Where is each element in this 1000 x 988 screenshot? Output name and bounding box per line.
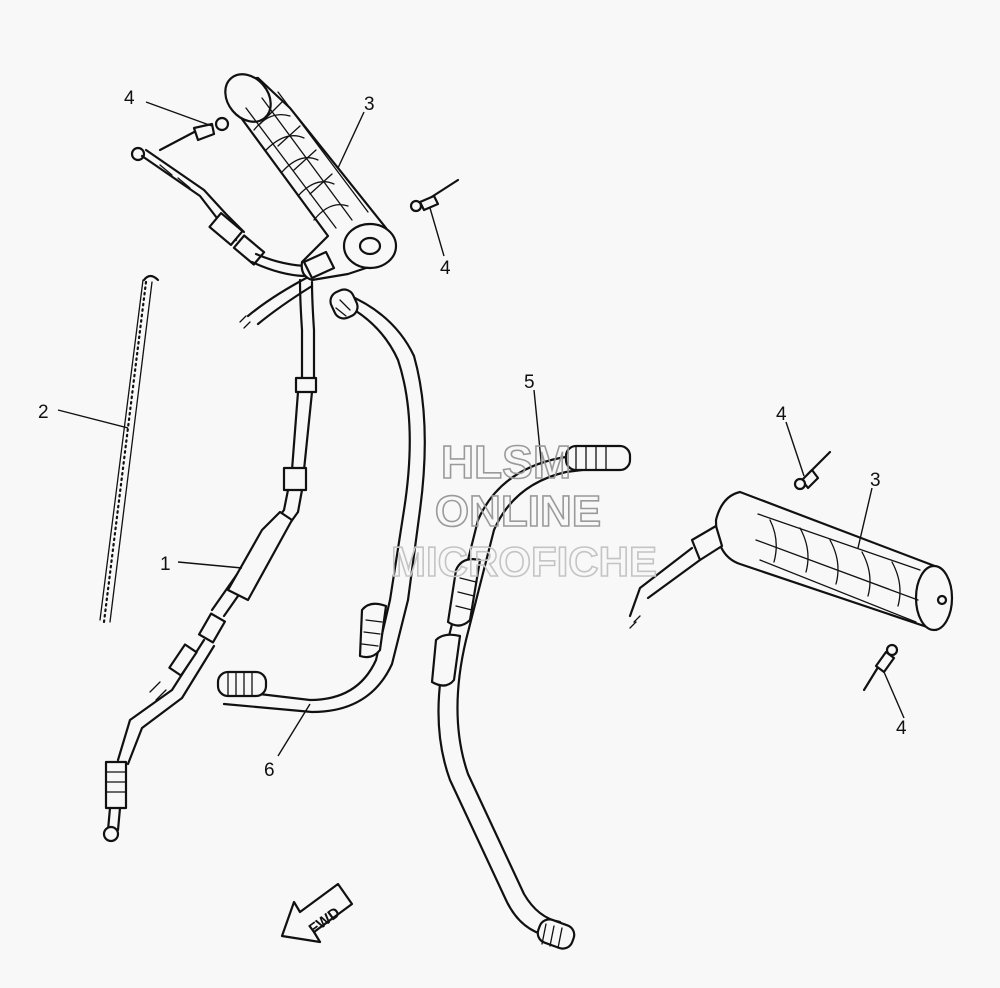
callout-3-right: 3 [870,470,881,491]
part-rivet-left-lower[interactable] [409,178,460,213]
part-grip-left[interactable] [216,65,398,282]
part-rivet-top-left[interactable] [158,116,230,152]
leader-lines [57,101,905,757]
watermark: HLSM ONLINE MICROFICHE [390,435,658,586]
part-cable-upper[interactable] [130,146,314,329]
callout-4-top-left: 4 [124,88,135,109]
part-rivet-right-lower[interactable] [862,643,899,692]
part-handlebar-right[interactable] [430,444,632,951]
callout-4-right-lower: 4 [896,718,907,739]
part-throttle-cable[interactable] [102,278,318,843]
watermark-line-2: ONLINE [435,487,601,536]
part-rivet-right-upper[interactable] [793,450,832,491]
part-handlebar-left[interactable] [216,286,426,714]
callout-4-left-lower: 4 [440,258,451,279]
arrow-left-down-icon [280,882,354,944]
callout-1: 1 [160,554,171,575]
callout-5: 5 [524,372,535,393]
callout-2: 2 [38,402,49,423]
part-grip-right[interactable] [628,490,954,632]
part-spring[interactable] [99,274,160,624]
callout-4-right-upper: 4 [776,404,787,425]
callout-3-left: 3 [364,94,375,115]
callout-6: 6 [264,760,275,781]
fwd-arrow: FWD [280,882,354,944]
watermark-line-3: MICROFICHE [391,538,657,585]
watermark-line-1: HLSM [441,436,571,488]
